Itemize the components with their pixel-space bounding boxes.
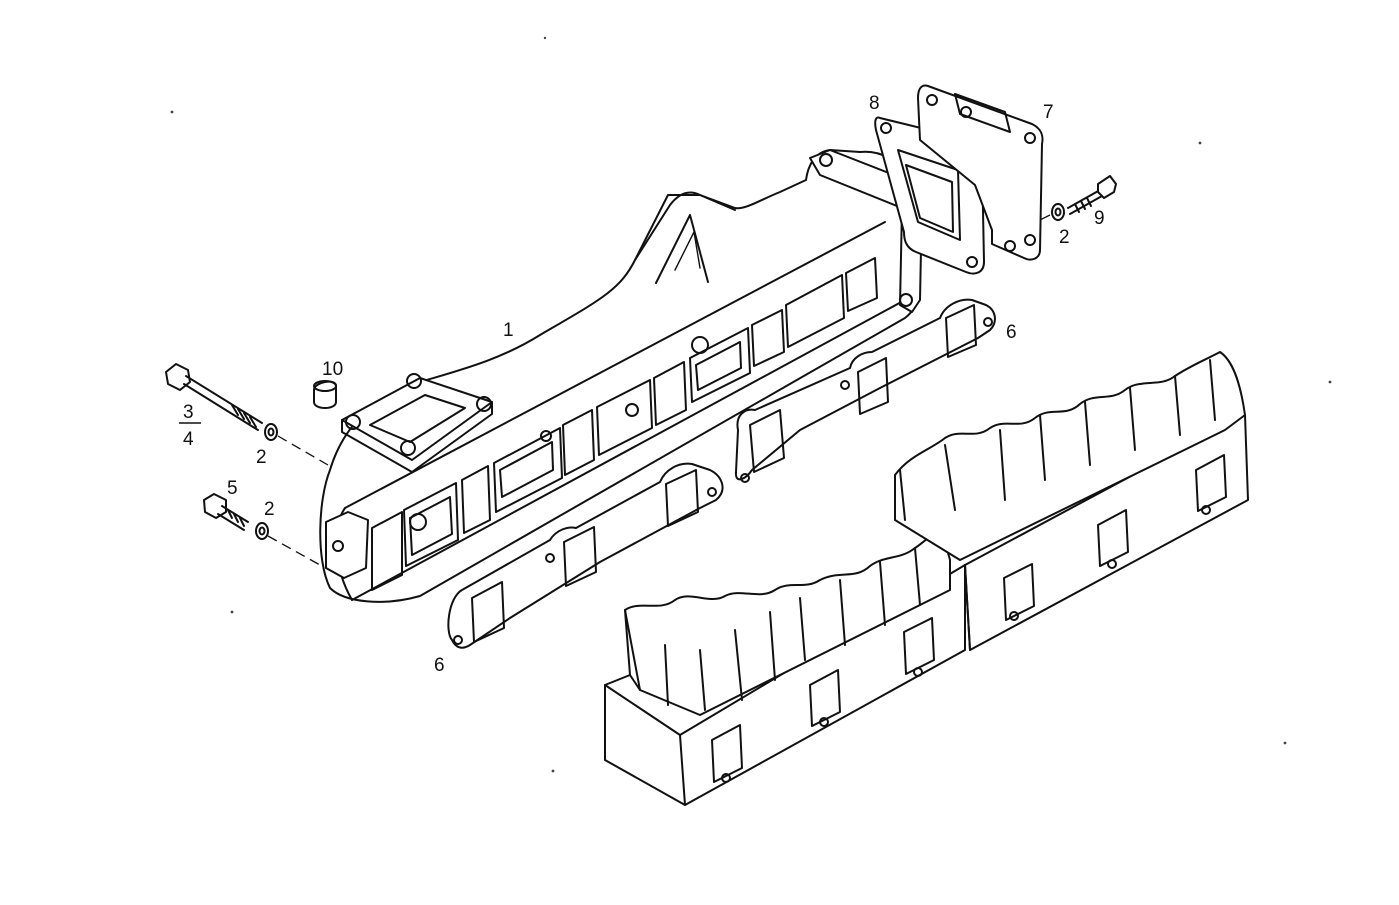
gasket-6-lower [447, 462, 724, 649]
cylinder-head-rear [894, 351, 1249, 651]
callout-2: 2 [1059, 227, 1070, 248]
callout-7: 7 [1043, 102, 1054, 123]
callout-9: 9 [1094, 208, 1105, 229]
callout-5: 5 [227, 478, 238, 499]
callout-10: 10 [322, 359, 343, 380]
callout-3: 3 [183, 402, 194, 423]
manifold-outlet-flange [341, 373, 493, 473]
callout-8: 8 [869, 93, 880, 114]
cylinder-head-front [604, 534, 966, 806]
plug-10 [313, 380, 337, 409]
manifold-ports [371, 257, 878, 591]
scan-specks [170, 36, 1332, 773]
washer-2-upper [264, 423, 278, 441]
assembly-lines [267, 214, 1051, 566]
callout-6: 6 [434, 655, 445, 676]
cover-plate [917, 84, 1044, 261]
callout-1: 1 [503, 320, 514, 341]
callout-6: 6 [1006, 322, 1017, 343]
callout-2: 2 [264, 499, 275, 520]
long-screw-3-4 [165, 363, 263, 431]
callout-4: 4 [183, 429, 194, 450]
gasket-6-upper [734, 298, 996, 483]
callout-labels: 1 2 2 2 3 4 5 6 6 7 8 9 10 [183, 93, 1105, 676]
screw-9 [1067, 175, 1117, 215]
callout-2: 2 [256, 447, 267, 468]
washer-2-lower [255, 522, 269, 540]
screw-5 [203, 493, 249, 531]
washer-2-right [1051, 203, 1065, 221]
